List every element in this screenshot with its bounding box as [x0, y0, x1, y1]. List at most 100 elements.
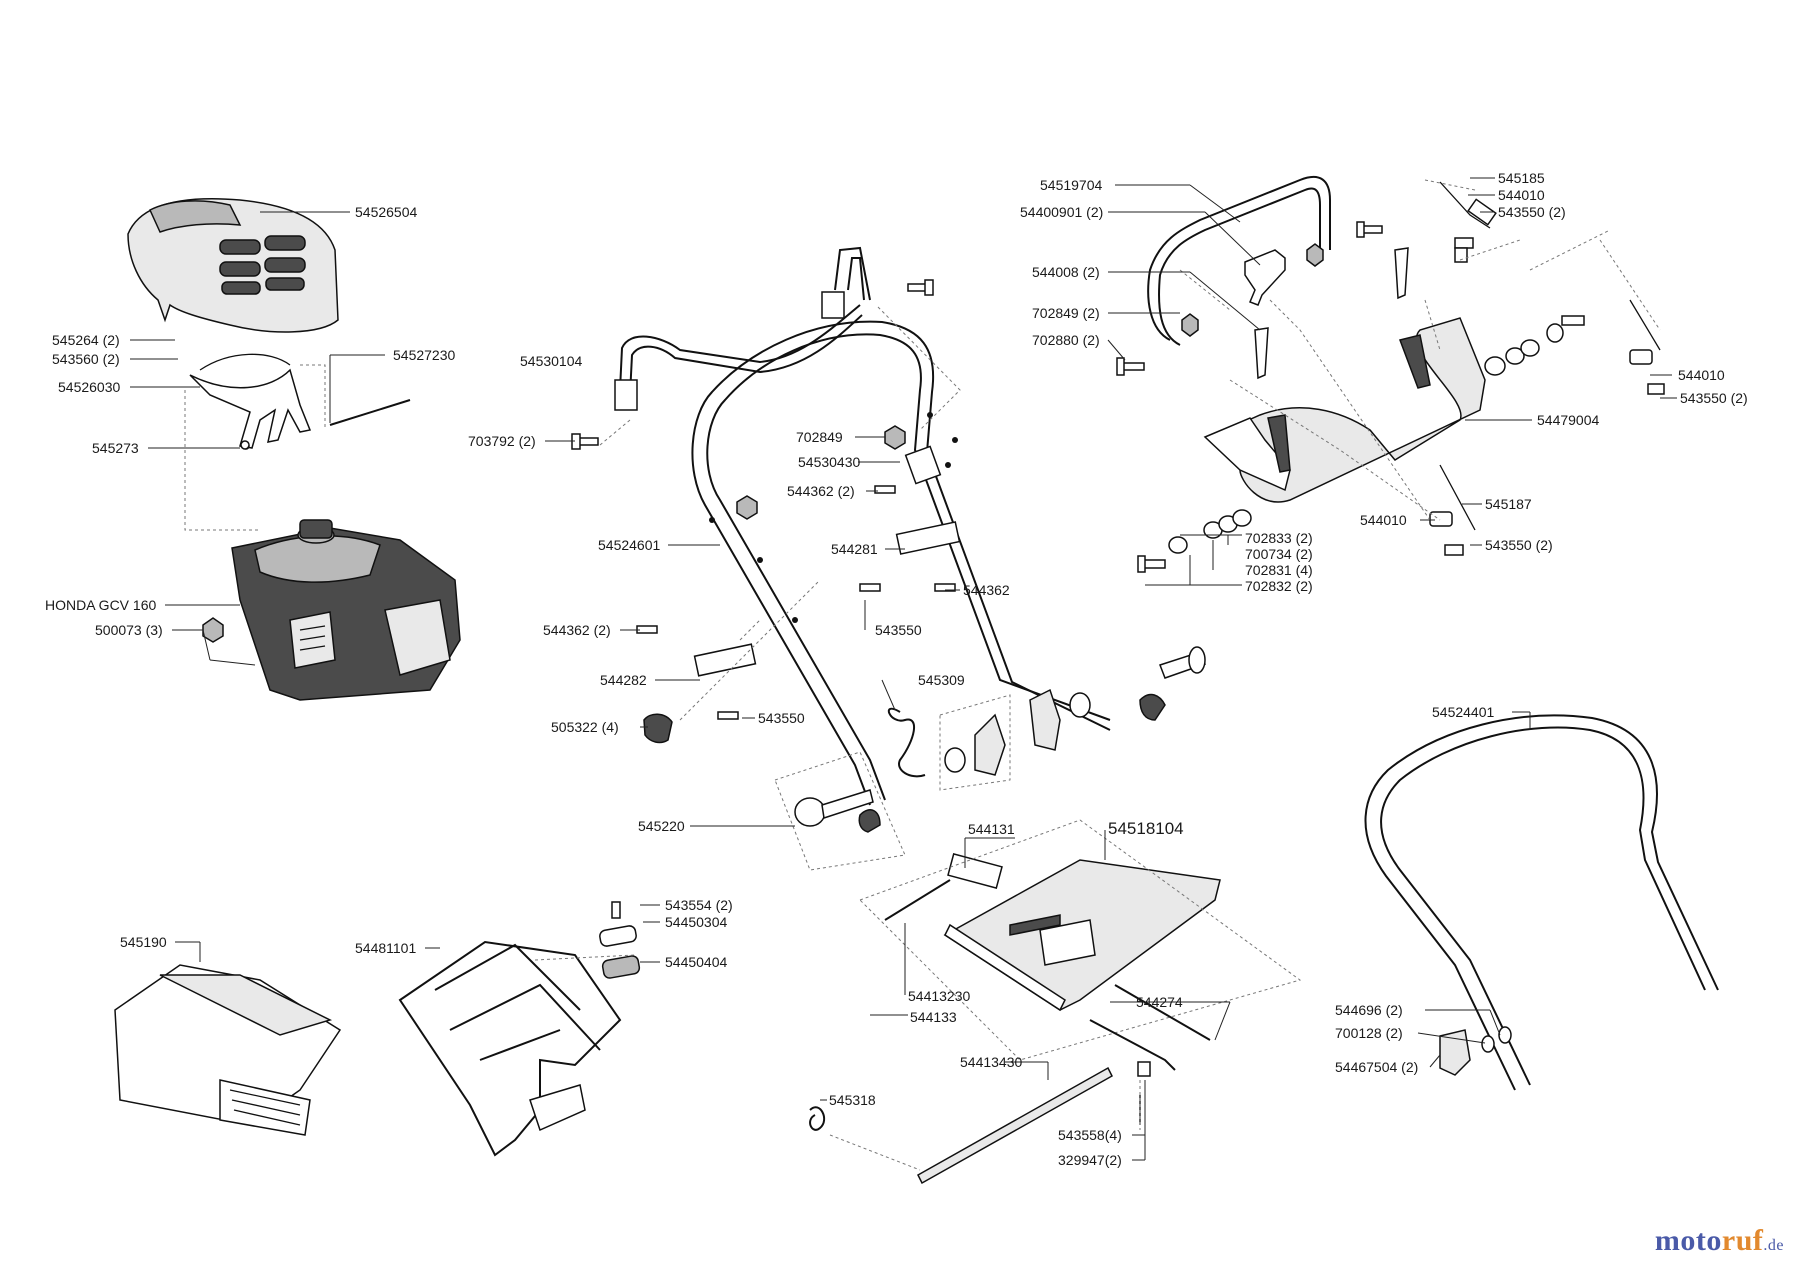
label-543558: 543558(4) [1058, 1127, 1122, 1143]
cover-bracket [189, 353, 312, 449]
pivot-parts [939, 688, 1091, 791]
label-544131: 544131 [968, 821, 1015, 837]
leader-lines [130, 177, 1677, 1161]
label-54524401: 54524401 [1432, 704, 1495, 720]
label-545220: 545220 [638, 818, 685, 834]
nut-702849 [884, 425, 906, 450]
label-543550-low-right: 543550 (2) [1485, 537, 1553, 553]
knob-505322 [643, 713, 673, 744]
label-544010-right: 544010 [1678, 367, 1725, 383]
label-543554: 543554 (2) [665, 897, 733, 913]
spring-545309 [887, 707, 926, 778]
label-702849-handle: 702849 [796, 429, 843, 445]
label-54467504: 54467504 (2) [1335, 1059, 1418, 1075]
label-54526504: 54526504 [355, 204, 418, 220]
label-545185: 545185 [1498, 170, 1545, 186]
brand-watermark: motoruf.de [1655, 1224, 1784, 1258]
label-54450404: 54450404 [665, 954, 728, 970]
base-group-dash [859, 819, 1302, 1061]
engine-cover [127, 198, 339, 333]
label-54450304: 54450304 [665, 914, 728, 930]
bolt-right-knob [1139, 646, 1206, 721]
clip-54450304 [599, 901, 641, 979]
washer-545273 [240, 440, 250, 450]
bracket-54530430 [904, 445, 942, 485]
nut-702849-left [736, 495, 758, 520]
label-544274: 544274 [1136, 994, 1183, 1010]
pin-54413230 [884, 879, 951, 921]
honda-engine [231, 519, 461, 701]
cable-545185 [1439, 181, 1497, 263]
label-54413430: 54413430 [960, 1054, 1023, 1070]
bolt-703792 [571, 433, 599, 450]
spring-545318 [809, 1106, 826, 1131]
label-54518104: 54518104 [1108, 819, 1184, 838]
label-544362-left: 544362 (2) [543, 622, 611, 638]
label-545187: 545187 [1485, 496, 1532, 512]
brand-part-2: ruf [1721, 1224, 1764, 1257]
label-700734: 700734 (2) [1245, 546, 1313, 562]
link-544008 [1254, 247, 1409, 380]
handle-54524401 [1364, 714, 1719, 1091]
handle-grip-54400901 [1244, 249, 1286, 306]
label-545318: 545318 [829, 1092, 876, 1108]
brand-part-1: moto [1654, 1224, 1722, 1257]
clamp-544281 [895, 521, 961, 555]
label-702849-right: 702849 (2) [1032, 305, 1100, 321]
label-54530430: 54530430 [798, 454, 861, 470]
label-544282: 544282 [600, 672, 647, 688]
nut-bail [1306, 243, 1324, 267]
label-54519704: 54519704 [1040, 177, 1103, 193]
nut-702849-2 [1181, 313, 1199, 337]
main-handle-frame-54524601 [691, 320, 1111, 806]
label-700128: 700128 (2) [1335, 1025, 1403, 1041]
label-544010-low: 544010 [1360, 512, 1407, 528]
label-544008: 544008 (2) [1032, 264, 1100, 280]
bolt-702880 [1116, 221, 1383, 376]
label-54524601: 54524601 [598, 537, 661, 553]
label-54400901: 54400901 (2) [1020, 204, 1103, 220]
label-54527230: 54527230 [393, 347, 456, 363]
brand-part-3: .de [1763, 1237, 1784, 1254]
label-54526030: 54526030 [58, 379, 121, 395]
grass-bag-545190 [114, 964, 342, 1136]
bolt-top-upper [907, 279, 934, 296]
upper-handle-54530104 [614, 246, 871, 411]
label-329947: 329947(2) [1058, 1152, 1122, 1168]
label-544281: 544281 [831, 541, 878, 557]
base-plate-54518104 [943, 852, 1221, 1012]
label-544362-mid: 544362 [963, 582, 1010, 598]
washer-stack [1137, 315, 1585, 573]
clamp-544282 [693, 643, 757, 677]
handlebar-54479004 [1203, 317, 1486, 503]
label-54413230: 54413230 [908, 988, 971, 1004]
label-544010-top: 544010 [1498, 187, 1545, 203]
cable-544010-top [1629, 299, 1665, 395]
label-702832: 702832 (2) [1245, 578, 1313, 594]
label-543560: 543560 (2) [52, 351, 120, 367]
cable-545187 [1429, 464, 1476, 556]
label-543550-low: 543550 [758, 710, 805, 726]
label-545264: 545264 (2) [52, 332, 120, 348]
lever-545220 [774, 751, 906, 871]
label-544696: 544696 (2) [1335, 1002, 1403, 1018]
label-543550-top: 543550 (2) [1498, 204, 1566, 220]
screw-set-mid [636, 485, 956, 720]
axle-54413430 [917, 1066, 1113, 1185]
bag-frame-54481101 [398, 940, 622, 1157]
label-544133: 544133 [910, 1009, 957, 1025]
label-543550-mid: 543550 [875, 622, 922, 638]
label-505322: 505322 (4) [551, 719, 619, 735]
bracket-54467504 [1439, 1026, 1512, 1076]
bracket-544131 [947, 852, 1003, 890]
label-702831: 702831 (4) [1245, 562, 1313, 578]
label-702833: 702833 (2) [1245, 530, 1313, 546]
label-702880: 702880 (2) [1032, 332, 1100, 348]
label-54530104: 54530104 [520, 353, 583, 369]
dash-lines [184, 179, 1661, 1171]
spring-rod-544274 [1089, 984, 1211, 1071]
label-545190: 545190 [120, 934, 167, 950]
label-54479004: 54479004 [1537, 412, 1600, 428]
